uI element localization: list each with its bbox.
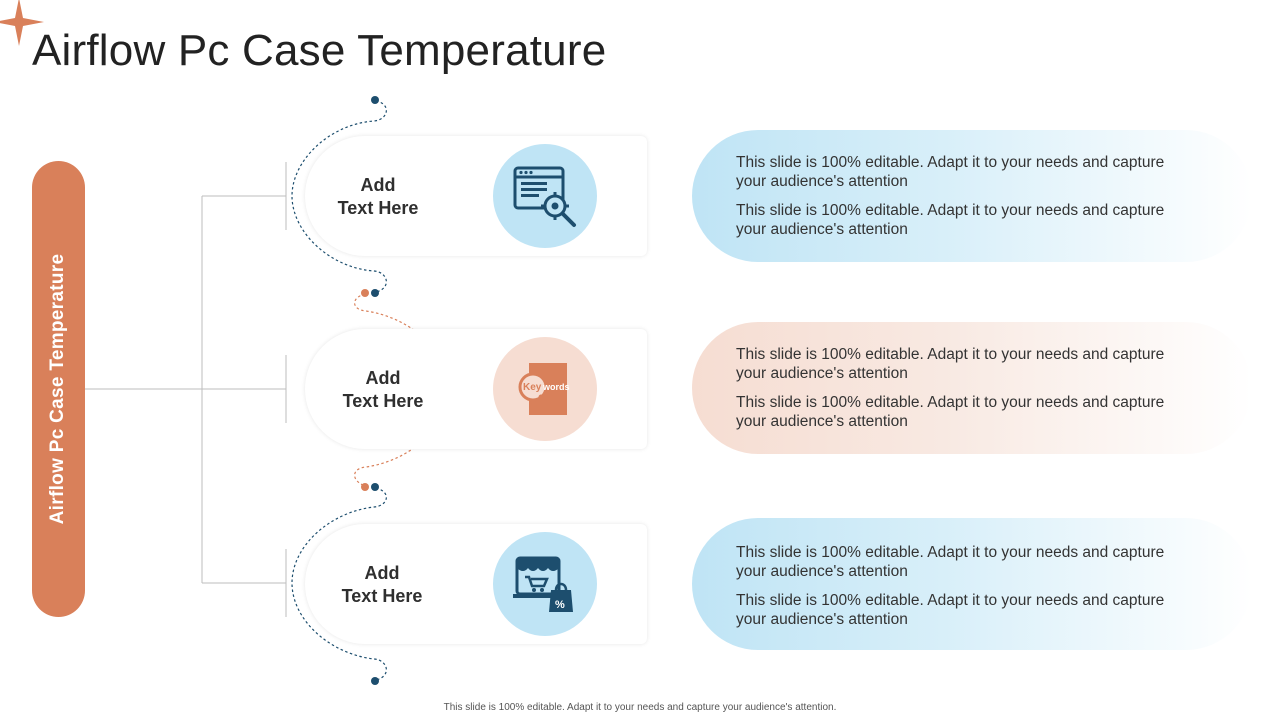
item-label: Add Text Here [341, 563, 423, 606]
item-card-3: Add Text Here % [305, 524, 647, 644]
description-pill-1: This slide is 100% editable. Adapt it to… [692, 130, 1252, 262]
svg-text:Key: Key [523, 382, 542, 393]
description-text: This slide is 100% editable. Adapt it to… [736, 154, 1165, 190]
side-title-pill [32, 161, 85, 617]
online-store-shopping-icon: % [493, 532, 597, 636]
footer-note: This slide is 100% editable. Adapt it to… [443, 702, 837, 713]
item-label: Add Text Here [337, 175, 419, 218]
item-card-2: Add Text Here Key words [305, 329, 647, 449]
description-pill-2: This slide is 100% editable. Adapt it to… [692, 322, 1252, 454]
description-text: This slide is 100% editable. Adapt it to… [736, 202, 1165, 238]
description-text: This slide is 100% editable. Adapt it to… [736, 394, 1165, 430]
svg-text:words: words [542, 382, 570, 392]
description-text: This slide is 100% editable. Adapt it to… [736, 592, 1165, 628]
description-text: This slide is 100% editable. Adapt it to… [736, 544, 1165, 580]
page-title: Airflow Pc Case Temperature [32, 26, 607, 75]
keywords-search-icon: Key words [493, 337, 597, 441]
svg-text:%: % [555, 599, 565, 611]
description-pill-3: This slide is 100% editable. Adapt it to… [692, 518, 1252, 650]
sparkle-star-icon [0, 0, 44, 46]
item-label: Add Text Here [342, 368, 424, 411]
description-text: This slide is 100% editable. Adapt it to… [736, 346, 1165, 382]
item-card-1: Add Text Here [305, 136, 647, 256]
web-settings-search-icon [493, 144, 597, 248]
